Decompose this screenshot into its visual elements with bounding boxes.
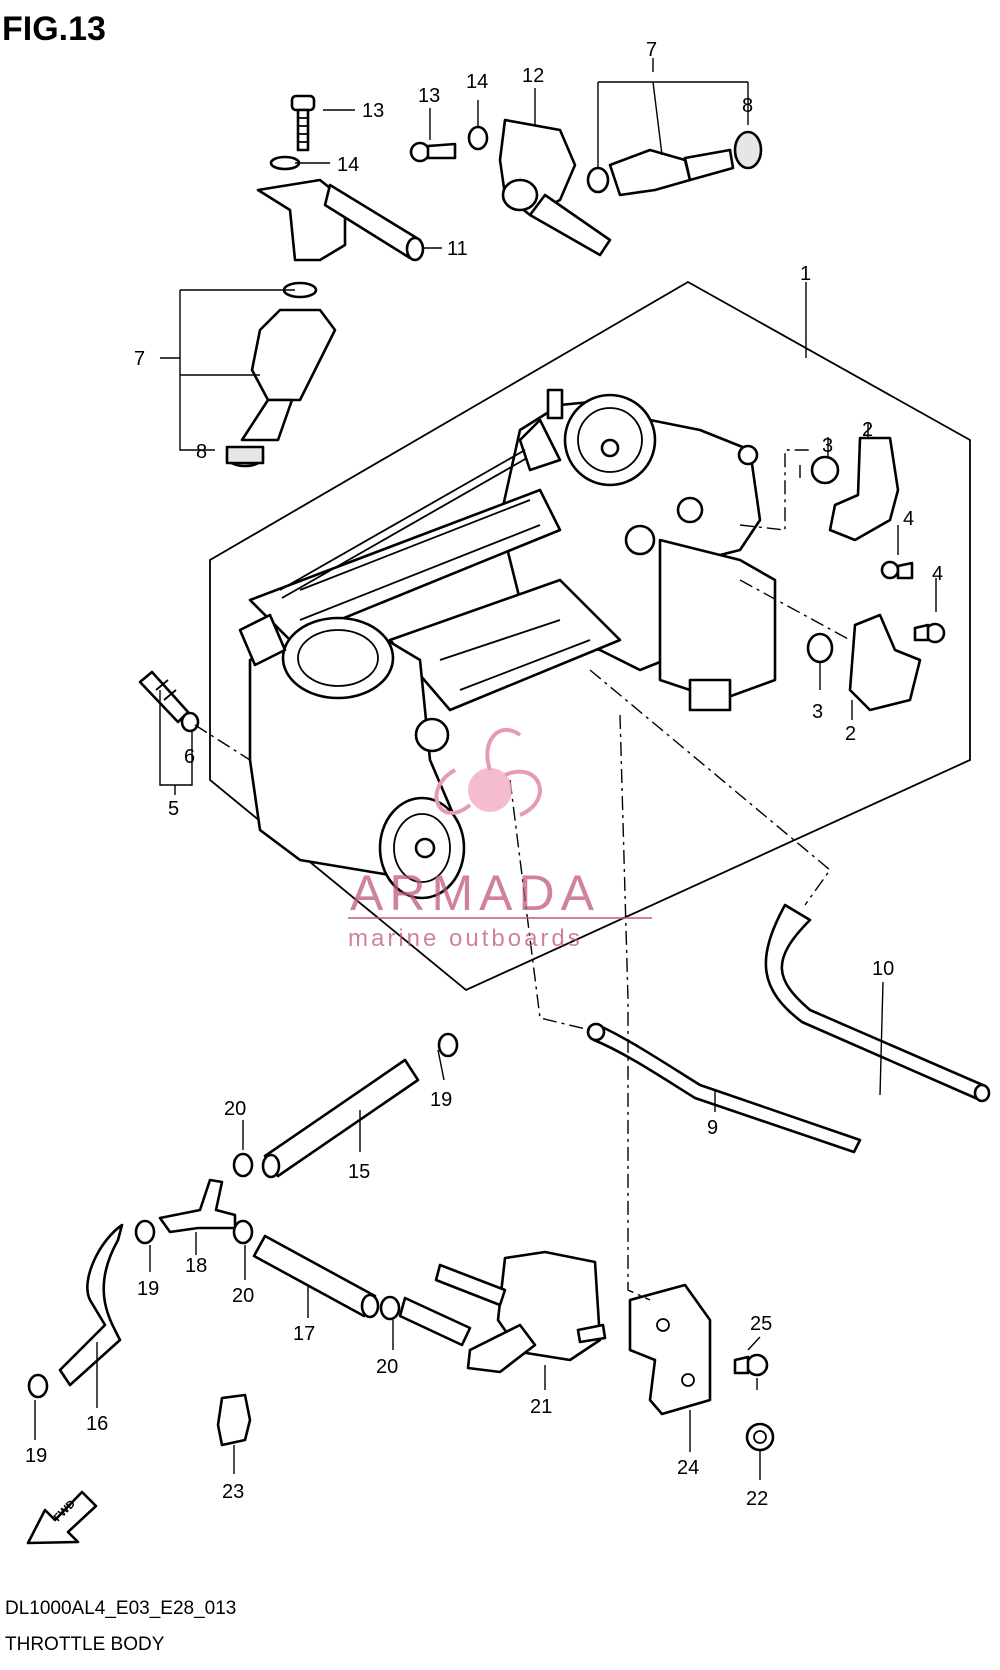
diagram-code: DL1000AL4_E03_E28_013: [5, 1598, 236, 1619]
callout-12: 12: [522, 65, 544, 87]
callout-20-top: 20: [224, 1098, 246, 1120]
callout-7-top: 7: [646, 39, 657, 61]
connection-lines: [194, 449, 851, 1301]
callout-14-left: 14: [337, 154, 359, 176]
callout-7-left: 7: [134, 348, 145, 370]
callout-14-top: 14: [466, 71, 488, 93]
callout-23: 23: [222, 1481, 244, 1503]
hoses-9-10: [586, 903, 991, 1154]
assembly-frame: [209, 280, 971, 992]
callout-19-bottom: 19: [25, 1445, 47, 1467]
watermark-logo-icon: [468, 768, 512, 812]
diagram-name: THROTTLE BODY: [5, 1634, 165, 1655]
callout-8-left: 8: [196, 441, 207, 463]
callout-10: 10: [872, 958, 894, 980]
callout-11: 11: [447, 238, 468, 260]
callout-16: 16: [86, 1413, 108, 1435]
callout-2-lower: 2: [845, 723, 856, 745]
callout-9: 9: [707, 1117, 718, 1139]
callout-17: 17: [293, 1323, 315, 1345]
callout-4-lower: 4: [932, 563, 943, 585]
callout-13-top: 13: [418, 85, 440, 107]
fwd-arrow: FWD: [26, 1490, 98, 1545]
callout-19-top: 19: [430, 1089, 452, 1111]
leader-lines: [34, 58, 937, 1480]
callout-13-left: 13: [362, 100, 384, 122]
callout-25: 25: [750, 1313, 772, 1335]
callout-numbers: 1 2 2 3 3 4 4 5 6 7 7 8 8 9 10 11 12 13 …: [25, 39, 943, 1510]
solenoid-valve-bracket: [216, 1250, 775, 1452]
watermark-tagline: marine outboards: [348, 925, 583, 952]
callout-3-lower: 3: [812, 701, 823, 723]
callout-15: 15: [348, 1161, 370, 1183]
callout-4-upper: 4: [903, 508, 914, 530]
figure-title: FIG.13: [2, 10, 106, 48]
throttle-body-assembly: [238, 388, 777, 900]
sensor-group: [806, 436, 946, 712]
callout-20-mid: 20: [232, 1285, 254, 1307]
watermark-brand: ARMADA: [350, 865, 600, 921]
watermark: ARMADA marine outboards: [348, 728, 652, 952]
callout-18: 18: [185, 1255, 207, 1277]
callout-3-upper: 3: [822, 435, 833, 457]
callout-6: 6: [184, 746, 195, 768]
callout-19-mid: 19: [137, 1278, 159, 1300]
callout-5: 5: [168, 798, 179, 820]
callout-21: 21: [530, 1396, 552, 1418]
callout-22: 22: [746, 1488, 768, 1510]
callout-24: 24: [677, 1457, 699, 1479]
fwd-arrow-icon: [26, 1490, 98, 1545]
callout-2-upper: 2: [862, 419, 873, 441]
injector-rail-upper: [225, 94, 763, 468]
watermark-propeller-icon: [434, 728, 542, 817]
hoses-15-20: [27, 1032, 459, 1399]
callout-1: 1: [800, 263, 811, 285]
callout-8-top: 8: [742, 95, 753, 117]
screw-washer: [138, 670, 200, 733]
callout-20-right: 20: [376, 1356, 398, 1378]
